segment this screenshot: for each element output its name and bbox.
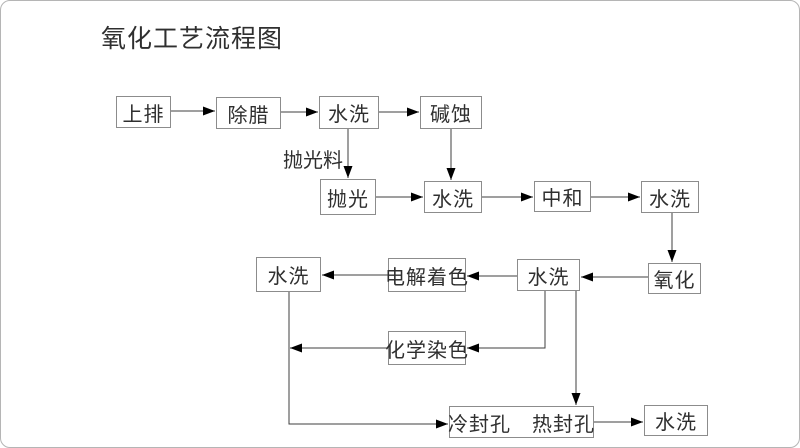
node-shuixi-3: 水洗 bbox=[641, 181, 699, 213]
node-paoguang: 抛光 bbox=[320, 179, 376, 215]
node-shuixi-4: 水洗 bbox=[517, 259, 580, 291]
node-shuixi-1: 水洗 bbox=[319, 96, 379, 129]
polish-material-label: 抛光料 bbox=[283, 150, 343, 172]
node-huaxue-ranse: 化学染色 bbox=[385, 331, 468, 365]
node-shangpai: 上排 bbox=[116, 96, 171, 128]
node-shuixi-2: 水洗 bbox=[424, 181, 482, 213]
node-shuixi-5: 水洗 bbox=[256, 257, 321, 292]
node-zhonghe: 中和 bbox=[534, 181, 591, 212]
node-shuixi-6: 水洗 bbox=[644, 405, 708, 436]
node-chula: 除腊 bbox=[216, 97, 281, 129]
node-jianshi: 碱蚀 bbox=[420, 96, 482, 129]
node-dianjie-zhuose: 电解着色 bbox=[385, 258, 468, 292]
diagram-title: 氧化工艺流程图 bbox=[101, 25, 284, 53]
node-fengkong: 冷封孔 热封孔 bbox=[448, 406, 594, 438]
edge-shuixi4-huaxue bbox=[467, 291, 546, 353]
node-yanghua: 氧化 bbox=[648, 263, 701, 294]
